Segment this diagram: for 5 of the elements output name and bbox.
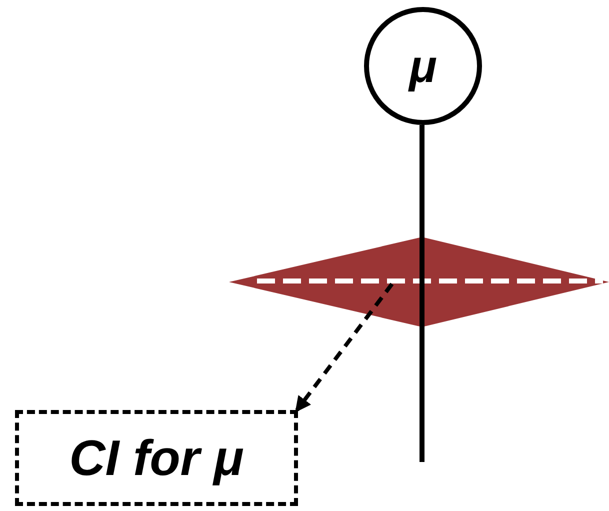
vertical-line [420, 125, 424, 462]
node-label: CI for μ [69, 429, 244, 487]
dashed-label-box [15, 410, 298, 506]
node-label: μ [409, 39, 437, 93]
dashed-arrow [295, 282, 394, 413]
